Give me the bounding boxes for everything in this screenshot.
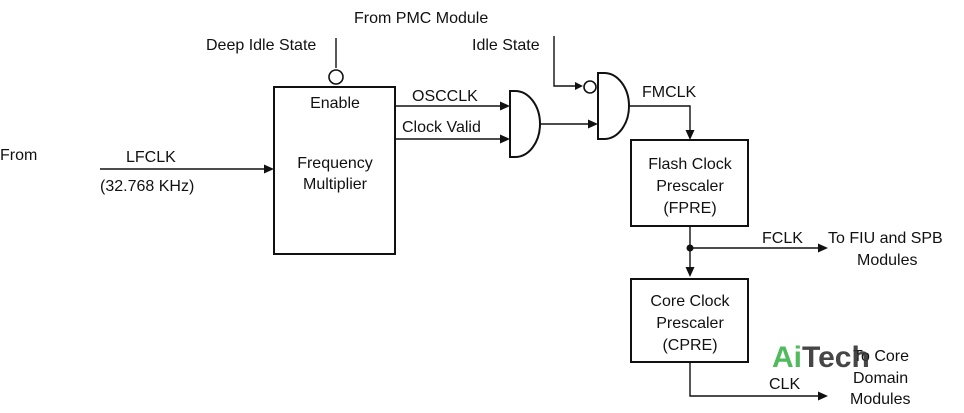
fclk-label: FCLK [762,230,803,247]
enable-inverter-bubble [328,69,344,85]
clk-arrow [818,391,828,401]
enable-label: Enable [310,95,360,112]
lfclk-arrow [264,164,274,174]
cpre-label-1: Core Clock [650,293,730,310]
aitech-watermark-logo: AiTech [772,341,870,374]
fpre-label-3: (FPRE) [663,200,716,217]
from-pmc-label: From PMC Module [354,10,488,27]
fmclk-label: FMCLK [642,84,697,101]
idle-state-label: Idle State [472,37,540,54]
to-fiu-label-1: To FIU and SPB [828,230,943,247]
fpre-label-2: Prescaler [656,178,724,195]
cpre-label-3: (CPRE) [662,337,717,354]
to-fiu-label-2: Modules [857,252,917,269]
to-core-label-1: To Core [853,348,909,365]
oscclk-label: OSCCLK [412,88,478,105]
from-label: From [0,147,37,164]
and1-output-arrow [588,119,598,129]
svg-text:AiTech: AiTech [772,341,870,374]
deep-idle-label: Deep Idle State [206,37,316,54]
clk-label: CLK [769,376,800,393]
and-gate-2 [597,72,630,140]
cpre-input-arrow [685,267,695,277]
oscclk-arrow [500,101,510,111]
idle-state-arrow [575,82,583,90]
fmclk-arrow [685,130,695,140]
idle-state-line [553,36,578,87]
lfclk-frequency-label: (32.768 KHz) [100,178,194,195]
clock-valid-label: Clock Valid [402,119,481,136]
clk-line [689,362,820,397]
and-gate-1 [509,90,541,158]
clock-valid-arrow [500,134,510,144]
fclk-arrow [818,243,828,253]
frequency-multiplier-block [273,86,396,255]
freq-mult-label-1: Frequency [297,155,373,172]
to-core-label-2: Domain [853,370,908,387]
fpre-label-1: Flash Clock [648,156,733,173]
fmclk-line [629,105,691,132]
to-core-label-3: Modules [850,391,910,408]
freq-mult-label-2: Multiplier [303,176,368,193]
cpre-label-2: Prescaler [656,315,724,332]
lfclk-label: LFCLK [126,149,176,166]
idle-inverter-bubble [583,80,597,94]
